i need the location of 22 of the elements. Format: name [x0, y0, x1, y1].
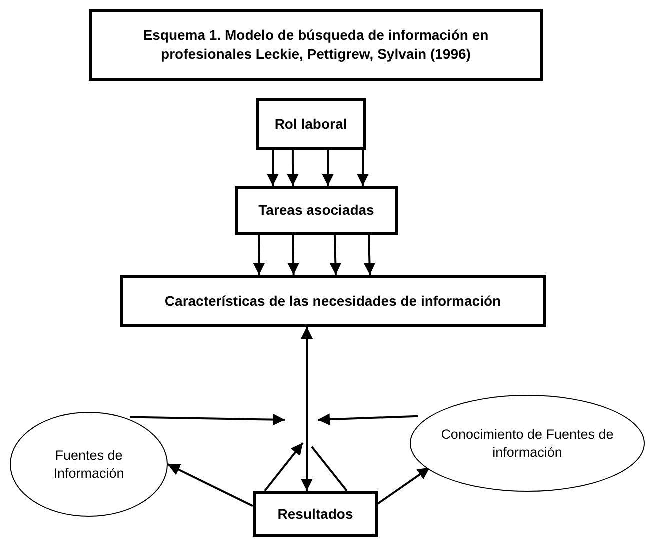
- arrow: [287, 150, 299, 186]
- process-box: Resultados: [253, 491, 378, 537]
- arrow: [253, 234, 266, 275]
- arrow: [267, 150, 279, 186]
- arrow: [364, 234, 376, 276]
- ellipse-node: Fuentes de Información: [10, 412, 168, 517]
- arrow: [264, 442, 304, 492]
- process-box: Rol laboral: [256, 98, 366, 150]
- arrow: [322, 150, 334, 186]
- process-box: Características de las necesidades de información: [120, 275, 546, 327]
- diagram-title: Esquema 1. Modelo de búsqueda de información en profesionales Leckie, Pettigrew, Sylvain (1996): [142, 26, 490, 64]
- arrow: [168, 464, 254, 508]
- ellipse-node: Conocimiento de Fuentes de información: [410, 395, 645, 492]
- arrow: [318, 414, 418, 426]
- process-box: Tareas asociadas: [235, 186, 398, 235]
- arrow: [130, 414, 286, 426]
- arrow: [377, 466, 431, 505]
- arrow: [330, 234, 342, 276]
- arrow: [288, 234, 300, 276]
- arrow: [301, 327, 314, 491]
- arrow: [356, 150, 369, 186]
- connector-line: [311, 446, 348, 492]
